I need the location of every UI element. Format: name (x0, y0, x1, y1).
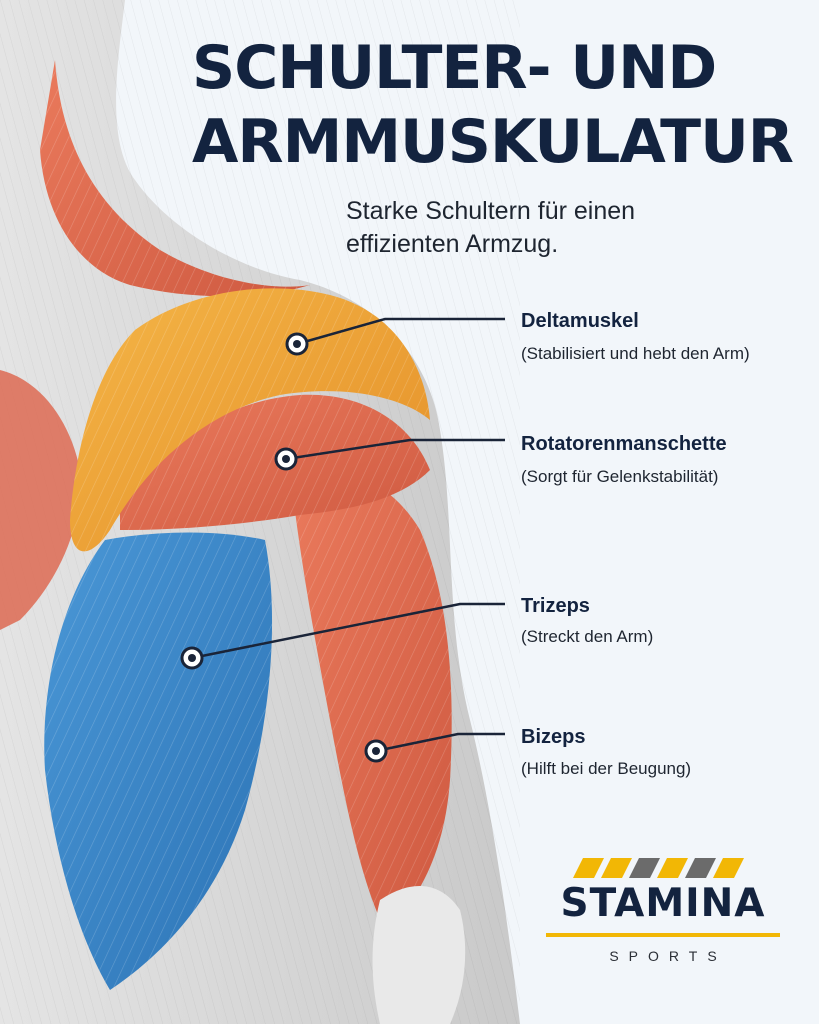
brand-logo-stripes (573, 858, 744, 878)
biceps-texture (290, 467, 452, 930)
subtitle: Starke Schultern für einen effizienten A… (346, 195, 635, 261)
logo-stripe-1 (573, 858, 604, 878)
leader-line-rotatorenmanschette (285, 438, 505, 461)
marker-dot-trizeps-core (188, 654, 196, 662)
leader-line-trizeps (191, 602, 505, 660)
brand-logo-tagline: SPORTS (609, 948, 727, 964)
leader-lines (191, 317, 505, 753)
label-bizeps-name: Bizeps (521, 726, 586, 748)
leader-line-deltamuskel (296, 317, 505, 346)
logo-stripe-2 (601, 858, 632, 878)
label-deltamuskel-name: Deltamuskel (521, 310, 639, 332)
logo-stripe-4 (657, 858, 688, 878)
deltoid-texture (70, 288, 430, 552)
brand-underline (546, 933, 780, 937)
label-rotatorenmanschette-description: (Sorgt für Gelenkstabilität) (521, 467, 719, 486)
label-deltamuskel-description: (Stabilisiert und hebt den Arm) (521, 344, 750, 363)
subtitle-line-2: effizienten Armzug. (346, 230, 559, 258)
subtitle-line-1: Starke Schultern für einen (346, 197, 636, 225)
logo-stripe-6 (713, 858, 744, 878)
label-rotatorenmanschette-name: Rotatorenmanschette (521, 433, 727, 455)
label-trizeps-description: (Streckt den Arm) (521, 627, 654, 646)
label-trizeps-name: Trizeps (521, 595, 590, 617)
marker-dot-rotatorenmanschette-core (282, 455, 290, 463)
marker-dots (180, 332, 388, 763)
page-title-line-1: SCHULTER- UND (192, 33, 717, 103)
leader-line-bizeps (375, 732, 505, 753)
page-title-line-2: ARMMUSKULATUR (192, 107, 794, 177)
brand-logo-name: STAMINA (560, 881, 766, 926)
back-muscle-shape (0, 370, 81, 630)
forearm-shape (372, 886, 466, 1024)
trapezius-texture (40, 60, 310, 297)
triceps-texture (44, 532, 273, 990)
logo-stripe-5 (685, 858, 716, 878)
logo-stripe-3 (629, 858, 660, 878)
label-bizeps-description: (Hilft bei der Beugung) (521, 759, 692, 778)
marker-dot-deltamuskel-core (293, 340, 301, 348)
marker-dot-bizeps-core (372, 747, 380, 755)
